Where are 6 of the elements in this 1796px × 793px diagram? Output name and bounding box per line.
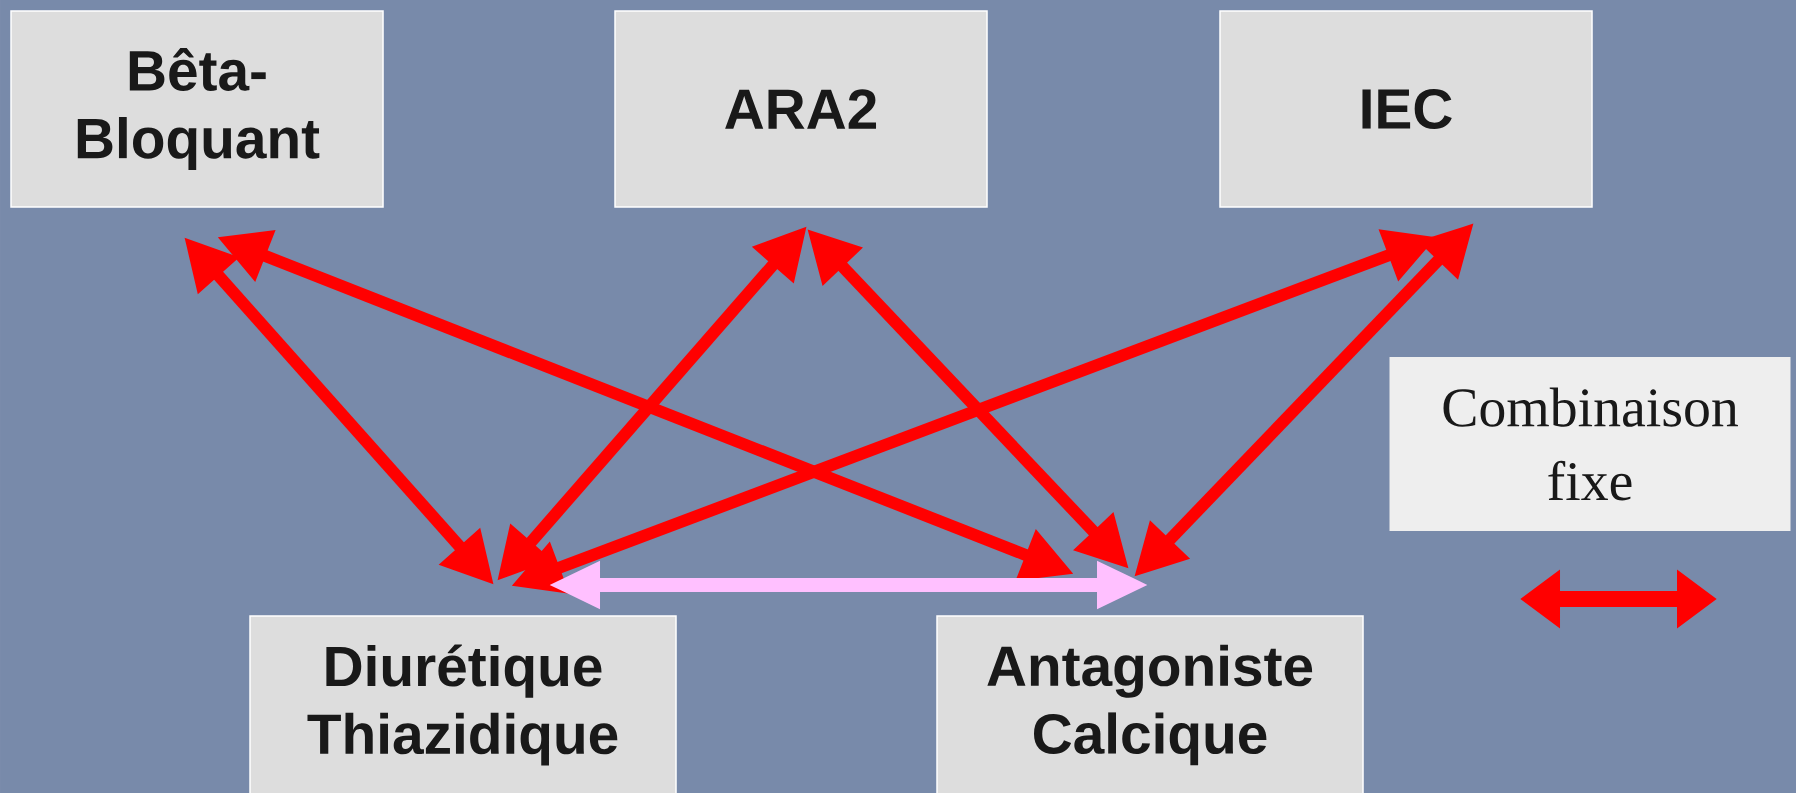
drug-box: IEC bbox=[1219, 10, 1593, 208]
drug-box: ARA2 bbox=[614, 10, 988, 208]
drug-box: Antagoniste Calcique bbox=[936, 615, 1364, 793]
drug-box: Diurétique Thiazidique bbox=[249, 615, 677, 793]
drug-box: Bêta-Bloquant bbox=[10, 10, 384, 208]
legend-box: Combinaison fixe bbox=[1389, 357, 1791, 531]
